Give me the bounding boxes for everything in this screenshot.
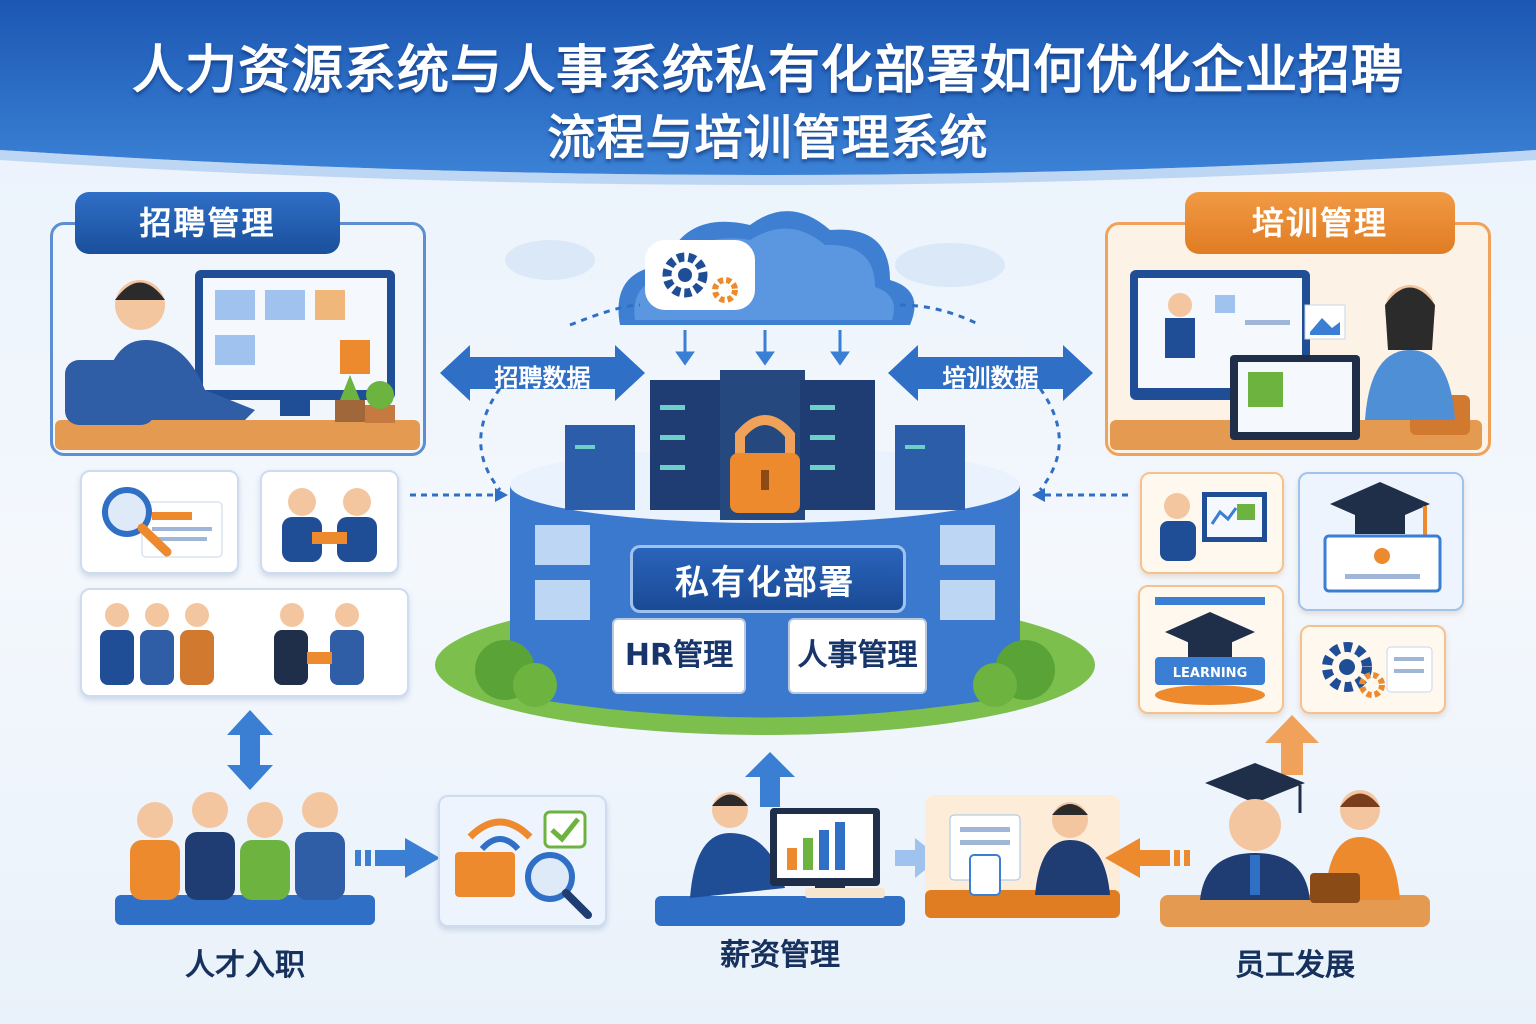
header-banner <box>0 0 1536 185</box>
hr-management-sign[interactable]: HR管理 <box>612 618 746 694</box>
page-title-line1: 人力资源系统与人事系统私有化部署如何优化企业招聘 <box>131 41 1404 101</box>
training-data-arrow[interactable] <box>888 345 1093 401</box>
certificate-card[interactable] <box>1298 472 1464 611</box>
central-diagram <box>435 211 1095 735</box>
vertical-arrow-left <box>227 710 273 790</box>
graduation-cap-icon <box>1323 482 1442 593</box>
learning-card[interactable]: LEARNING <box>1138 585 1284 714</box>
online-course-card[interactable] <box>1140 472 1284 574</box>
recruiter-desk-scene <box>55 270 420 450</box>
right-arrow-2 <box>895 838 940 878</box>
resume-search-card[interactable] <box>80 470 239 574</box>
training-data-label: 培训数据 <box>942 364 1039 392</box>
learning-text: LEARNING <box>1173 666 1248 681</box>
wifi-icon <box>467 818 533 840</box>
salary-management-label: 薪资管理 <box>720 938 840 973</box>
private-deployment-text: 私有化部署 <box>675 563 855 603</box>
settings-card[interactable] <box>1300 625 1446 714</box>
checkmark-icon <box>550 817 580 843</box>
recruit-data-arrow[interactable] <box>440 345 645 401</box>
graduate-group <box>1160 763 1430 927</box>
trainer-desk-scene <box>1110 270 1482 450</box>
new-hires-group <box>115 792 375 925</box>
personnel-management-sign[interactable]: 人事管理 <box>788 618 927 694</box>
training-tag: 培训管理 <box>1185 192 1455 254</box>
graduation-cap-icon <box>1205 763 1305 803</box>
gear-icon <box>1322 642 1433 698</box>
payroll-desk-scene <box>655 792 905 926</box>
left-arrow-orange <box>1105 838 1190 878</box>
padlock-icon <box>730 415 800 513</box>
recruit-data-label: 招聘数据 <box>494 364 591 392</box>
screening-card[interactable] <box>438 795 607 927</box>
cloud-icon <box>618 211 915 325</box>
up-arrow-center <box>745 752 795 807</box>
left-dashed-pointer <box>410 488 508 502</box>
private-deployment-banner <box>630 545 906 613</box>
checkmark-icon <box>1237 504 1255 520</box>
employee-development-label: 员工发展 <box>1235 948 1355 983</box>
interview-card[interactable] <box>260 470 399 574</box>
recruit-tag: 招聘管理 <box>75 192 340 254</box>
page-title-line2: 流程与培训管理系统 <box>547 110 989 166</box>
hr-desk-scene <box>925 795 1120 918</box>
talent-onboarding-label: 人才入职 <box>185 948 305 983</box>
magnifier-icon <box>102 487 223 558</box>
up-arrow-right <box>1265 715 1319 775</box>
right-arrow-1 <box>355 838 440 878</box>
right-dashed-pointer <box>1032 488 1130 502</box>
team-card[interactable] <box>80 588 409 697</box>
